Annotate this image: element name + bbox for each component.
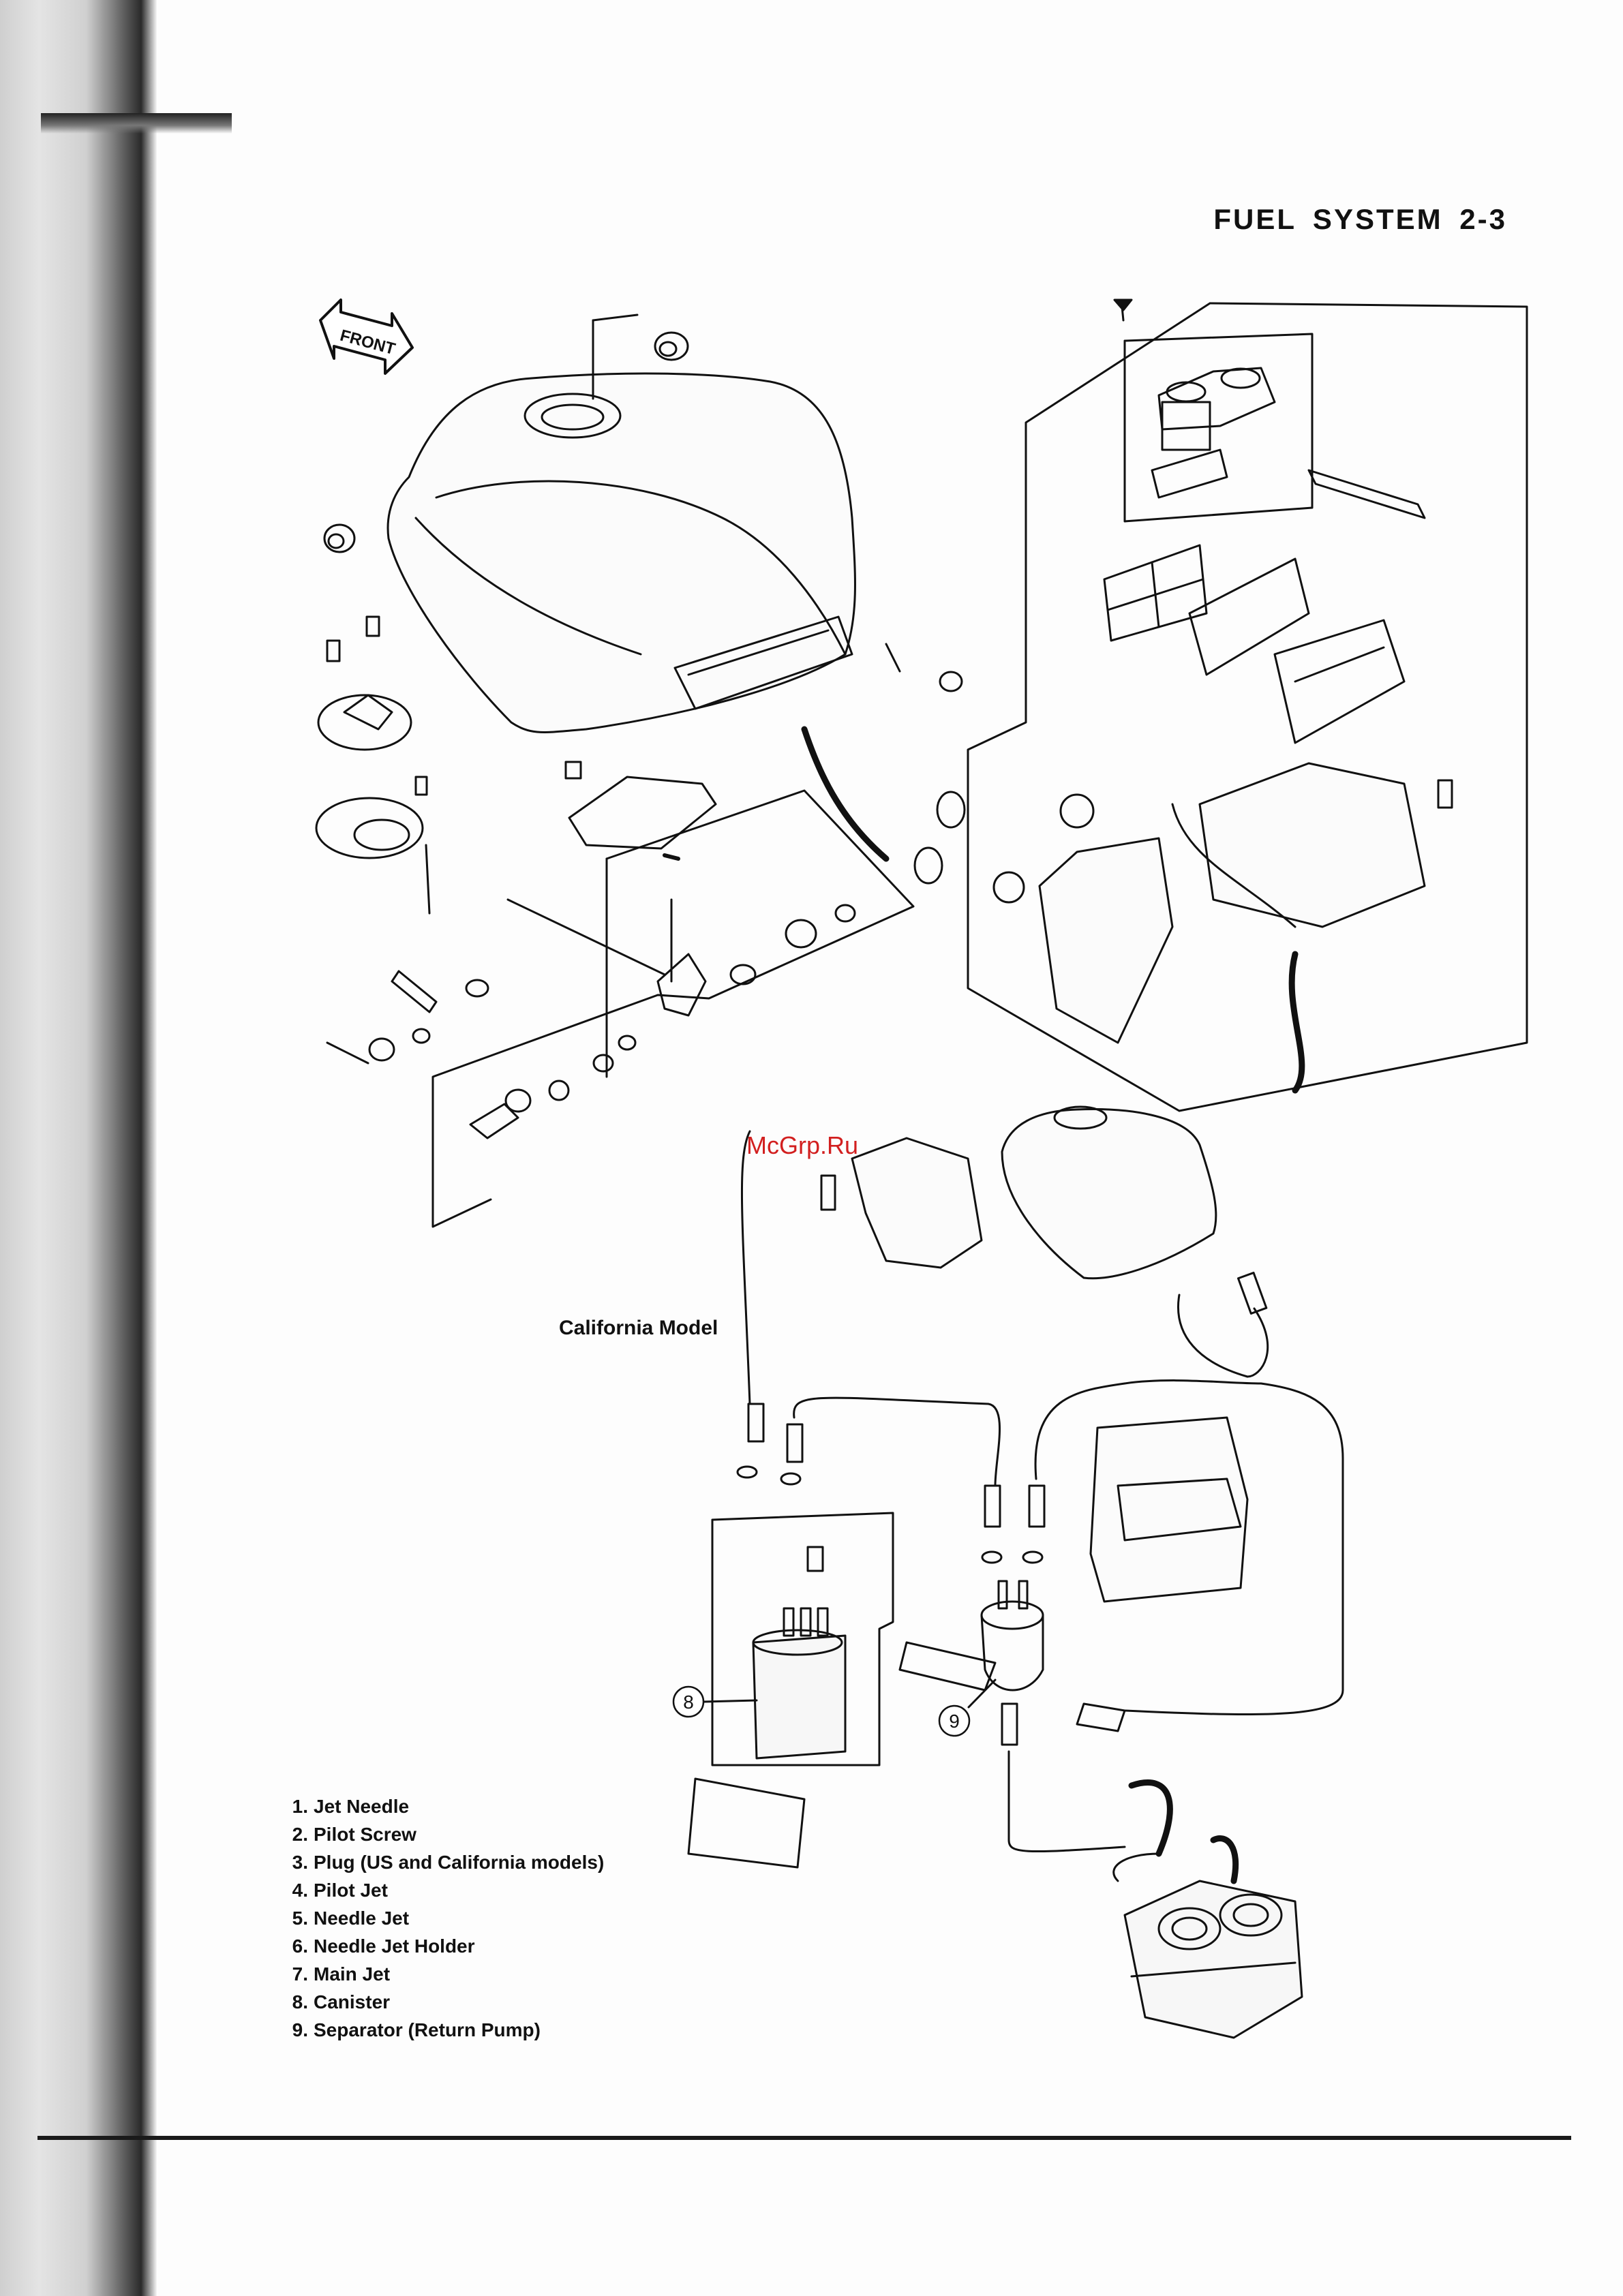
- legend-item-text: Plug (US and California models): [314, 1852, 604, 1873]
- air-box-group: [915, 300, 1527, 1111]
- legend-item-text: Canister: [314, 1991, 390, 2012]
- legend-item: 4. Pilot Jet: [278, 1876, 604, 1904]
- fuel-tank: [388, 315, 900, 732]
- parts-legend: 1. Jet Needle 2. Pilot Screw 3. Plug (US an…: [278, 1792, 604, 2044]
- legend-item: 6. Needle Jet Holder: [278, 1932, 604, 1960]
- fuel-cap-assembly: [316, 617, 429, 913]
- watermark: McGrp.Ru: [746, 1131, 858, 1160]
- legend-item-number: 3.: [278, 1848, 308, 1876]
- legend-item-number: 4.: [278, 1876, 308, 1904]
- fuel-valve-group: [327, 791, 913, 1227]
- legend-item-number: 7.: [278, 1960, 308, 1988]
- legend-item: 1. Jet Needle: [278, 1792, 604, 1820]
- legend-item: 8. Canister: [278, 1988, 604, 2016]
- front-arrow-icon: FRONT: [320, 300, 412, 373]
- legend-item-number: 8.: [278, 1988, 308, 2016]
- legend-item-text: Needle Jet: [314, 1908, 409, 1929]
- legend-item-number: 1.: [278, 1792, 308, 1820]
- legend-item-number: 5.: [278, 1904, 308, 1932]
- legend-item-number: 2.: [278, 1820, 308, 1848]
- legend-item: 3. Plug (US and California models): [278, 1848, 604, 1876]
- legend-item: 9. Separator (Return Pump): [278, 2016, 604, 2044]
- california-hose-routing: [688, 1381, 1343, 1881]
- callout-9-label: 9: [949, 1711, 960, 1732]
- legend-item: 7. Main Jet: [278, 1960, 604, 1988]
- legend-item-number: 6.: [278, 1932, 308, 1960]
- legend-item-text: Pilot Screw: [314, 1824, 416, 1845]
- carburetor-assembly: [1114, 1854, 1302, 2038]
- callout-9-leader: [969, 1680, 995, 1707]
- legend-item-text: Main Jet: [314, 1963, 390, 1985]
- legend-item: 2. Pilot Screw: [278, 1820, 604, 1848]
- callout-8-leader: [704, 1700, 757, 1702]
- legend-item-text: Needle Jet Holder: [314, 1935, 475, 1957]
- page-bottom-rule: [37, 2136, 1571, 2140]
- legend-item-text: Separator (Return Pump): [314, 2019, 541, 2040]
- legend-item-text: Pilot Jet: [314, 1880, 388, 1901]
- legend-item-text: Jet Needle: [314, 1796, 409, 1817]
- callout-8-label: 8: [683, 1692, 694, 1713]
- california-model-label: California Model: [559, 1317, 718, 1340]
- tank-bracket: [566, 729, 886, 859]
- callout-8: 8: [673, 1687, 703, 1717]
- legend-item: 5. Needle Jet: [278, 1904, 604, 1932]
- callout-9: 9: [939, 1706, 969, 1736]
- legend-item-number: 9.: [278, 2016, 308, 2044]
